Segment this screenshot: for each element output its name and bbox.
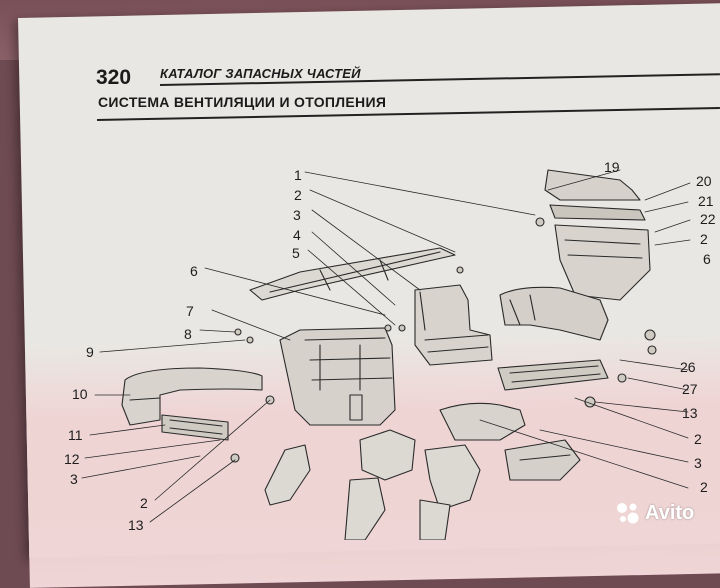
catalog-title: КАТАЛОГ ЗАПАСНЫХ ЧАСТЕЙ — [160, 66, 361, 81]
callout-2-lower: 2 — [140, 495, 148, 511]
callout-13-right: 13 — [682, 405, 698, 421]
section-title: СИСТЕМА ВЕНТИЛЯЦИИ И ОТОПЛЕНИЯ — [98, 94, 387, 110]
callout-20: 20 — [696, 173, 712, 189]
center-duct-part — [414, 284, 493, 366]
callout-3-lower: 3 — [70, 471, 78, 487]
left-radiator-part — [161, 414, 229, 441]
callout-11: 11 — [68, 427, 83, 443]
callout-3-right: 3 — [694, 455, 702, 471]
callout-2-right: 2 — [694, 431, 702, 447]
callout-8: 8 — [184, 326, 192, 342]
parts-diagram — [81, 169, 691, 540]
callout-6-right: 6 — [703, 251, 711, 267]
avito-wordmark: Avito — [645, 501, 695, 524]
callout-6: 6 — [190, 263, 198, 279]
left-hose-part — [121, 367, 263, 426]
callout-4: 4 — [293, 227, 301, 243]
page-number: 320 — [96, 66, 132, 89]
filter-box-part — [544, 169, 651, 301]
callout-2-right-top: 2 — [700, 231, 708, 247]
avito-watermark: Avito — [615, 500, 694, 526]
callout-27: 27 — [682, 381, 698, 397]
callout-7: 7 — [186, 303, 194, 319]
callout-12: 12 — [64, 451, 80, 467]
ghost-text — [470, 84, 473, 96]
callout-21: 21 — [698, 193, 714, 209]
crossbar-part — [249, 247, 456, 301]
callout-26: 26 — [680, 359, 696, 375]
callout-9: 9 — [86, 344, 94, 360]
small-fasteners — [230, 217, 657, 463]
leader-lines — [81, 169, 691, 523]
right-duct-part — [499, 286, 609, 341]
callout-2: 2 — [294, 187, 302, 203]
callout-10: 10 — [72, 386, 88, 402]
avito-logo-icon — [615, 500, 641, 526]
callout-1: 1 — [294, 167, 302, 183]
callout-13-lower: 13 — [128, 517, 144, 533]
lower-duct-parts — [264, 402, 581, 540]
right-radiator-part — [497, 359, 609, 391]
callout-2-right-bottom: 2 — [700, 479, 708, 495]
heater-housing-part — [279, 327, 396, 426]
callout-19: 19 — [604, 159, 620, 175]
callout-5: 5 — [292, 245, 300, 261]
callout-22: 22 — [700, 211, 716, 227]
callout-3: 3 — [293, 207, 301, 223]
